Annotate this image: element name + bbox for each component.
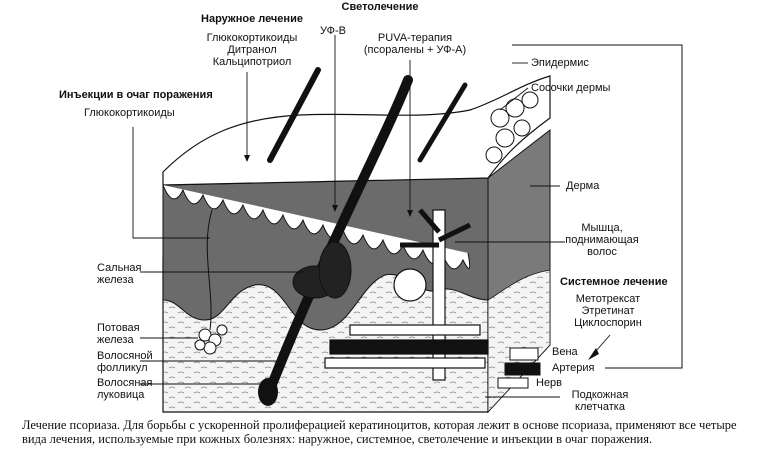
label-dermal-papillae: Сосочки дермы: [531, 82, 611, 94]
puva-label-1: PUVA-терапия: [377, 32, 453, 44]
figure-caption: Лечение псориаза. Для борьбы с ускоренно…: [22, 418, 742, 446]
label-vein: Вена: [552, 346, 578, 358]
label-bulb-2: луковица: [97, 389, 145, 401]
systemic-drug-3: Циклоспорин: [574, 317, 642, 329]
vessel-tree: [324, 208, 489, 381]
heading-topical: Наружное лечение: [201, 13, 303, 25]
heading-injections: Инъекции в очаг поражения: [59, 89, 213, 101]
leader-lines: [132, 35, 565, 398]
uvb-label: УФ-В: [320, 25, 346, 37]
label-sweat-2: железа: [97, 334, 134, 346]
caption-title: Лечение псориаза.: [22, 418, 121, 432]
label-bulb-1: Волосяная: [97, 377, 153, 389]
label-dermis: Дерма: [566, 180, 600, 192]
label-follicle-1: Волосяной: [97, 350, 153, 362]
hair-bulb-shape: [258, 378, 278, 406]
label-subcutis-1: Подкожная: [571, 389, 629, 401]
systemic-drug-2: Этретинат: [581, 305, 635, 317]
vessel-ends: [497, 347, 541, 389]
dermal-papillae: [485, 91, 539, 164]
systemic-bracket: [512, 44, 683, 369]
topical-drug-1: Глюкокортикоиды: [206, 32, 298, 44]
epidermis-surface: [162, 75, 551, 186]
systemic-drug-1: Метотрексат: [575, 293, 641, 305]
label-muscle-3: волос: [587, 246, 617, 258]
sweat-gland-shape: [194, 209, 228, 355]
label-nerve: Нерв: [536, 377, 563, 389]
topical-drug-2: Дитранол: [227, 44, 277, 56]
heading-phototherapy: Светолечение: [341, 1, 419, 13]
label-sebaceous-1: Сальная: [97, 262, 142, 274]
sebaceous-gland-shape: [292, 241, 352, 299]
caption-text: Для борьбы с ускоренной пролиферацией ке…: [22, 418, 737, 446]
hair-shafts: [263, 67, 468, 400]
label-artery: Артерия: [552, 362, 595, 374]
label-epidermis: Эпидермис: [531, 57, 589, 69]
injection-drug-1: Глюкокортикоиды: [84, 107, 175, 119]
label-follicle-2: фолликул: [97, 362, 148, 374]
label-muscle-1: Мышца,: [581, 222, 623, 234]
label-subcutis-2: клетчатка: [575, 401, 625, 413]
label-sebaceous-2: железа: [97, 274, 134, 286]
topical-drug-3: Кальципотриол: [212, 56, 292, 68]
heading-systemic: Системное лечение: [560, 276, 668, 288]
puva-label-2: (псоралены + УФ-А): [363, 44, 467, 56]
label-sweat-1: Потовая: [97, 322, 140, 334]
label-muscle-2: поднимающая: [565, 234, 639, 246]
rete-ridges: [162, 184, 471, 270]
